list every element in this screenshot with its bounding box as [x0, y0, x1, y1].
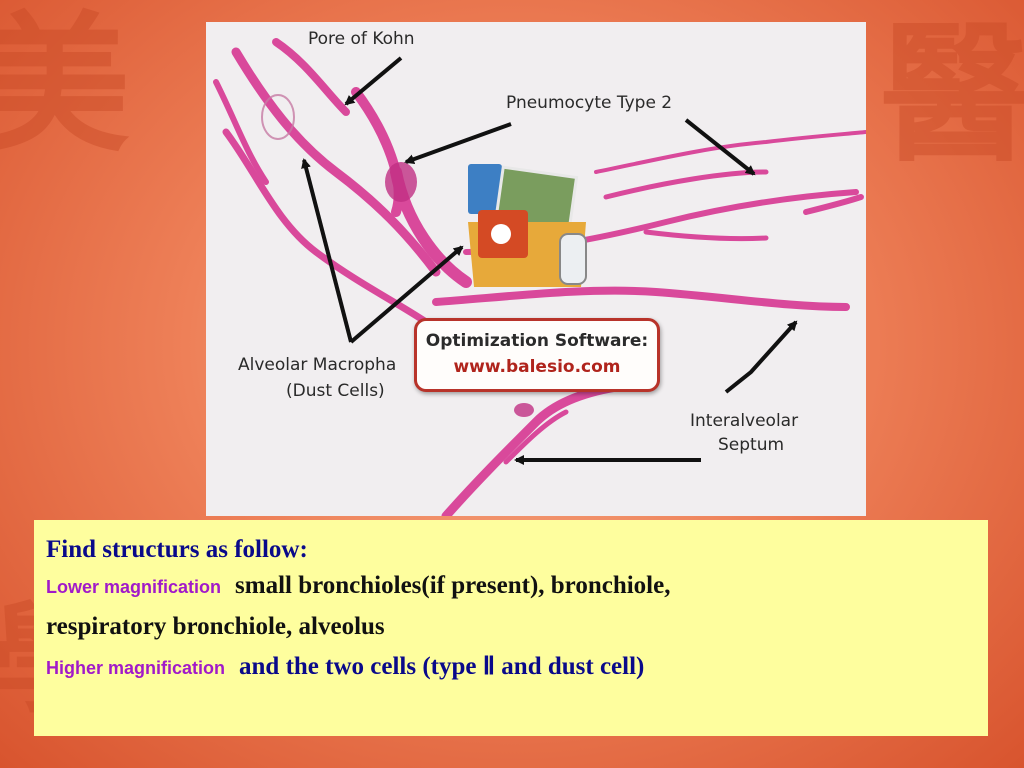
- label-dust-cells: (Dust Cells): [286, 381, 385, 401]
- lower-magnification-text-continued: respiratory bronchiole, alveolus: [46, 613, 385, 640]
- lower-magnification-tag: Lower magnification: [46, 577, 222, 597]
- higher-magnification-line: Higher magnification and the two cells (t…: [46, 647, 976, 688]
- tissue-septa: [213, 38, 866, 516]
- lower-magnification-text: small bronchioles(if present), bronchiol…: [235, 572, 671, 599]
- watermark-url: www.balesio.com: [453, 357, 621, 377]
- label-pneumocyte-type2: Pneumocyte Type 2: [506, 93, 672, 113]
- label-alveolar-macrophage: Alveolar Macropha: [238, 355, 396, 375]
- instructions-box: Find structurs as follow: Lower magnific…: [34, 520, 988, 736]
- dust-cells: [261, 94, 534, 417]
- background-decoration-right: 醫: [880, 7, 1024, 183]
- label-septum: Septum: [718, 435, 784, 455]
- micrograph-drawing: Pore of Kohn Pneumocyte Type 2 Alveolar …: [213, 29, 866, 516]
- higher-magnification-text: and the two cells (type Ⅱ and dust cell): [239, 653, 645, 680]
- pointer-arrows: [301, 56, 798, 465]
- watermark-title: Optimization Software:: [425, 331, 649, 351]
- histology-micrograph: Pore of Kohn Pneumocyte Type 2 Alveolar …: [206, 22, 866, 516]
- watermark-box: Optimization Software: www.balesio.com: [414, 318, 660, 392]
- instructions-heading: Find structurs as follow:: [46, 536, 308, 563]
- higher-magnification-tag: Higher magnification: [46, 658, 226, 678]
- label-pore-of-kohn: Pore of Kohn: [308, 29, 415, 49]
- software-icon: [468, 164, 587, 287]
- lower-magnification-line: Lower magnification small bronchioles(if …: [46, 566, 976, 607]
- background-decoration-left: 美: [0, 0, 131, 173]
- label-interalveolar: Interalveolar: [690, 411, 798, 431]
